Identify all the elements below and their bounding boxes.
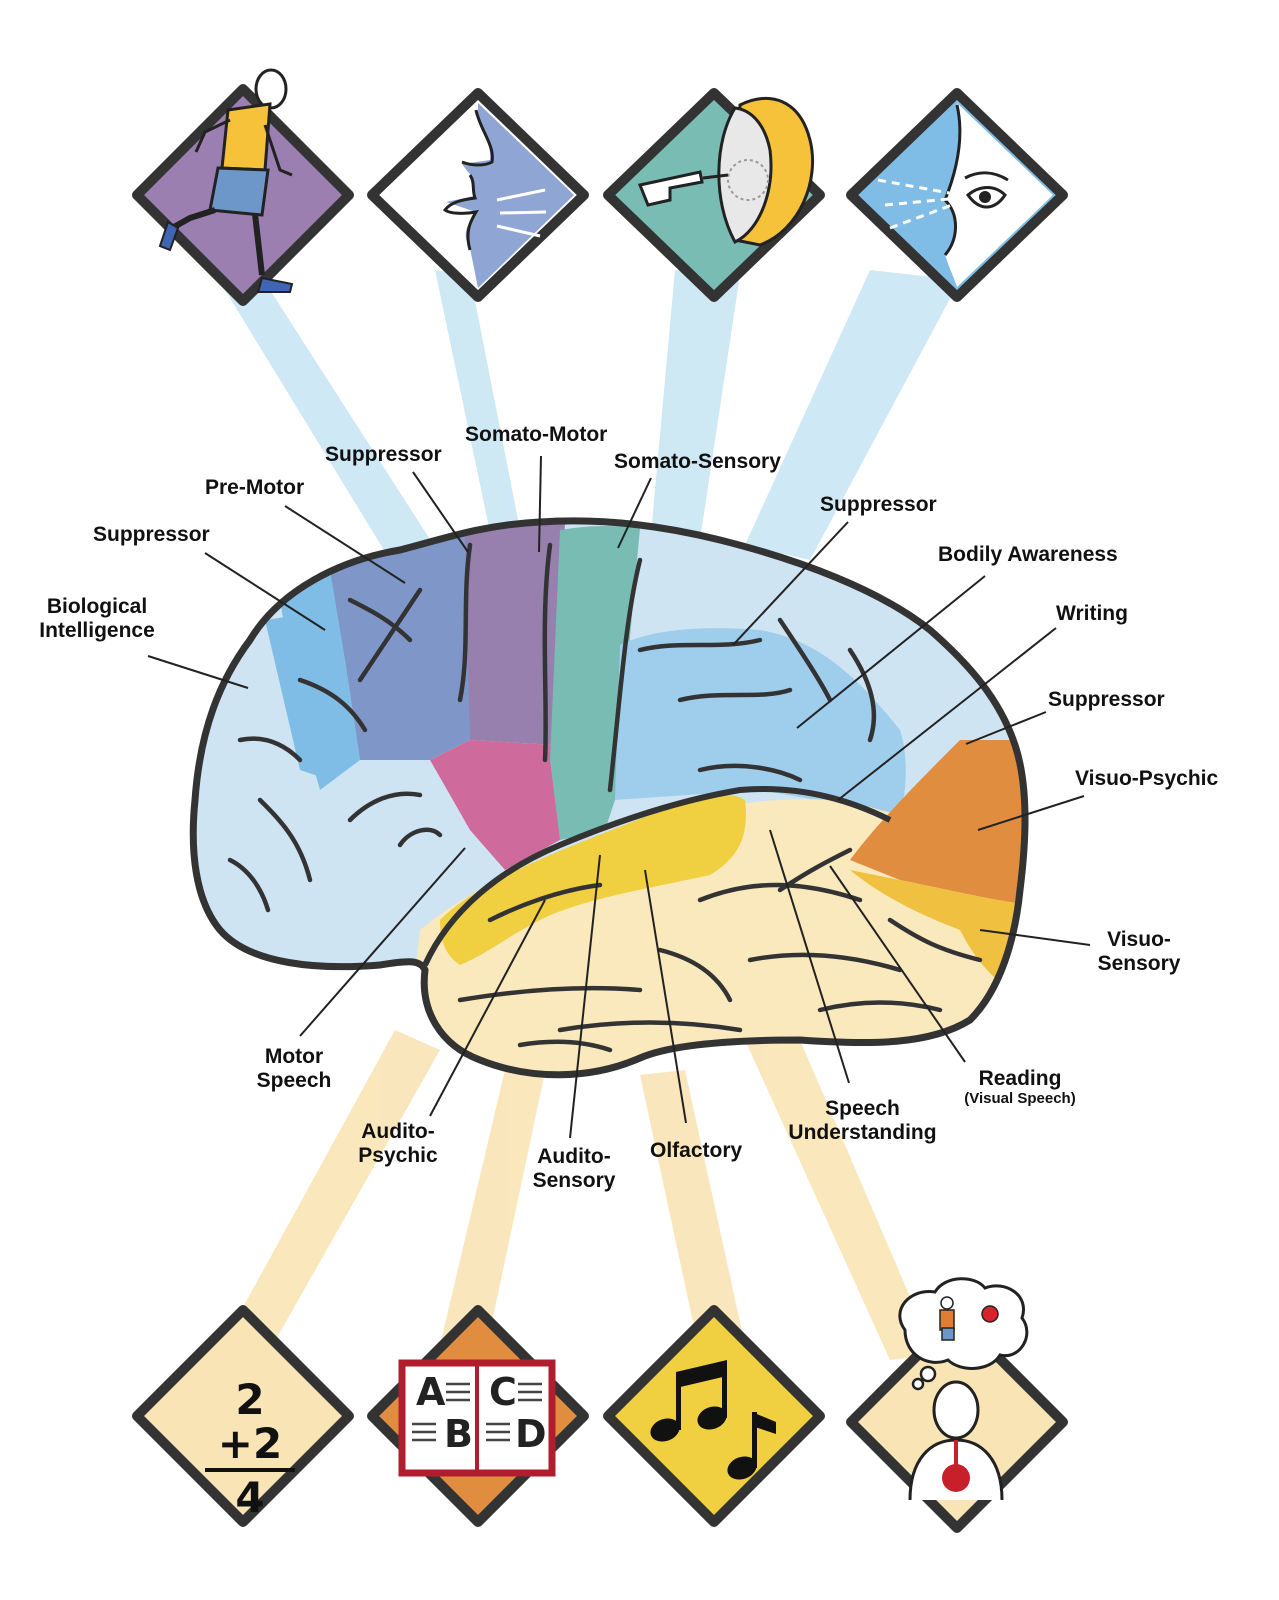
label-biological-intelligence: Biological Intelligence: [39, 595, 155, 642]
label-reading: Reading (Visual Speech): [955, 1067, 1085, 1107]
label-visuo-psychic: Visuo-Psychic: [1075, 767, 1219, 790]
open-book-icon: [367, 1305, 589, 1527]
label-speech-understanding: Speech Understanding: [788, 1097, 937, 1144]
label-bodily-awareness: Bodily Awareness: [938, 543, 1118, 566]
label-audito-psychic: Audito- Psychic: [358, 1120, 438, 1167]
label-suppressor-top: Suppressor: [325, 443, 442, 466]
label-reading-sub: (Visual Speech): [964, 1090, 1076, 1107]
label-writing: Writing: [1056, 602, 1128, 625]
leader-lines: [147, 455, 1091, 1139]
label-audito-sensory: Audito- Sensory: [532, 1145, 616, 1192]
bottom-beams: [225, 1030, 935, 1360]
eye-vision-icon: [846, 88, 1068, 302]
math-addition-icon: [132, 1305, 354, 1527]
math-addend-2: +2: [217, 1419, 283, 1468]
math-bar: [205, 1468, 295, 1472]
math-addend-1: 2: [235, 1375, 265, 1424]
music-notes-icon: [603, 1305, 825, 1527]
label-suppressor-occipital: Suppressor: [1048, 688, 1165, 711]
iron-touch-icon: [603, 88, 825, 302]
brain-regions: [193, 520, 1025, 1075]
book-letter-c: C: [489, 1370, 517, 1414]
label-suppressor-right: Suppressor: [820, 493, 937, 516]
label-motor-speech: Motor Speech: [256, 1045, 332, 1092]
book-letter-b: B: [444, 1412, 473, 1456]
book-letter-d: D: [515, 1412, 547, 1456]
math-sum: 4: [235, 1473, 265, 1522]
label-suppressor-left: Suppressor: [93, 523, 210, 546]
label-pre-motor: Pre-Motor: [205, 476, 305, 499]
running-figure-icon: [132, 68, 354, 306]
label-visuo-sensory: Visuo- Sensory: [1097, 928, 1181, 975]
brain-outline: [189, 517, 1029, 1079]
mouth-speech-icon: [367, 88, 589, 302]
sylvian-fissure: [422, 786, 892, 967]
label-olfactory: Olfactory: [650, 1139, 743, 1162]
label-somato-sensory: Somato-Sensory: [614, 450, 781, 473]
book-letter-a: A: [416, 1370, 446, 1414]
top-beams: [225, 270, 960, 560]
thinking-person-icon: [846, 1277, 1068, 1533]
math-equation: 2 +2 4: [190, 1378, 310, 1520]
label-somato-motor: Somato-Motor: [465, 423, 608, 446]
